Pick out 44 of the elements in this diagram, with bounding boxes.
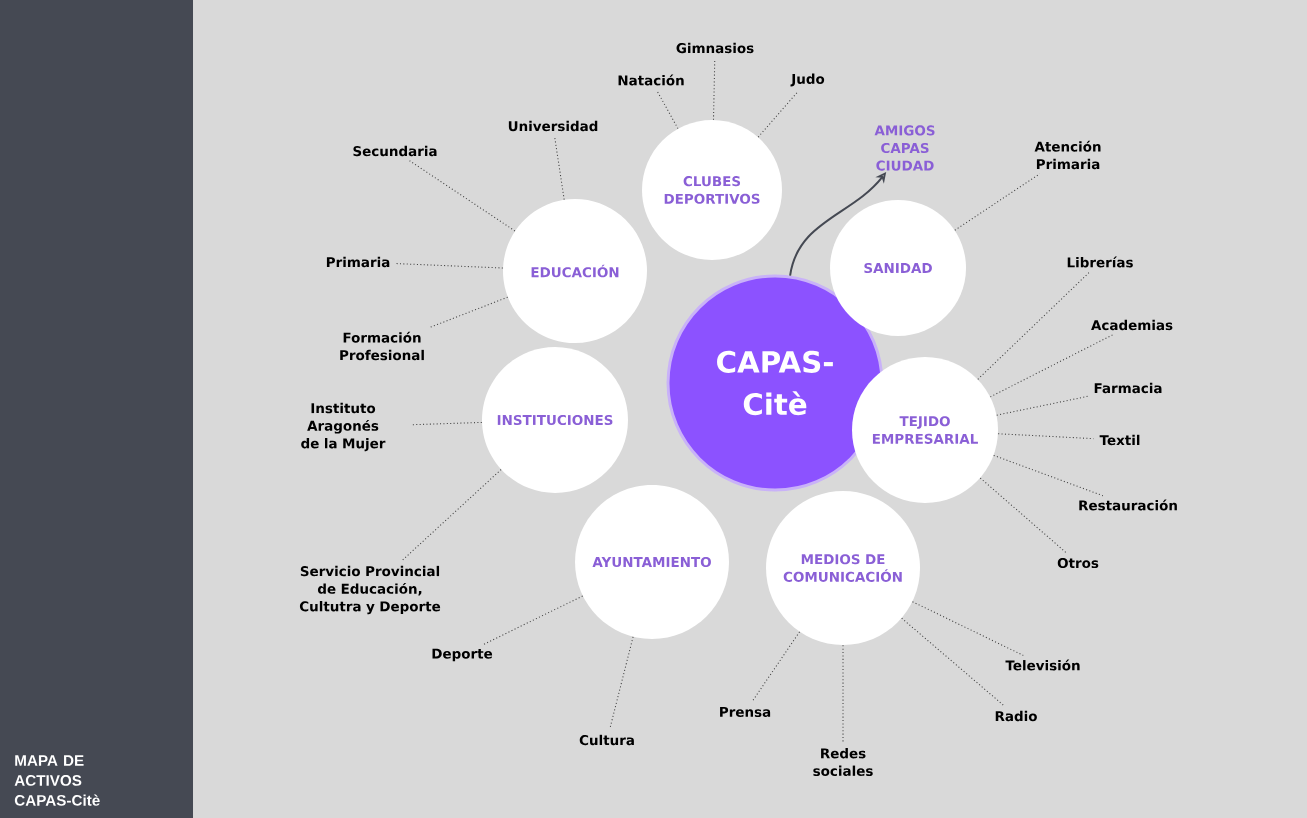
leader-line <box>409 160 516 232</box>
leaf-label: Redes sociales <box>813 748 873 776</box>
leader-line <box>989 333 1115 398</box>
leader-line <box>428 296 509 329</box>
annotation-text: AMIGOS CAPAS CIUDAD <box>874 125 935 171</box>
leaf-label: Secundaria <box>353 145 437 157</box>
leaf-label: Prensa <box>720 707 771 717</box>
leader-line <box>757 91 799 138</box>
leader-line <box>977 271 1090 380</box>
leaf-label: Atención Primaria <box>1034 140 1101 170</box>
leaf-label: Judo <box>790 73 825 87</box>
leader-line <box>954 173 1041 231</box>
leaf-label: Restauración <box>1079 499 1177 511</box>
leaf-label: Librerías <box>1067 256 1133 268</box>
leaf-label: Textil <box>1099 434 1140 446</box>
leader-line <box>979 477 1068 554</box>
leader-line <box>997 433 1094 440</box>
leaf-label: Deporte <box>432 648 493 662</box>
leaf-label: Cultura <box>579 734 634 746</box>
leader-line <box>482 595 584 646</box>
leaf-label: Natación <box>618 74 684 86</box>
sidebar-title: MAPA DE ACTIVOS CAPAS-Citè <box>14 755 100 806</box>
leaf-label: Instituto Aragonés de la Mujer <box>301 402 386 452</box>
leader-line <box>993 454 1104 497</box>
leader-line <box>554 136 565 201</box>
leaf-label: Televisión <box>1005 659 1080 671</box>
leaf-label: Academias <box>1091 319 1173 331</box>
leaf-label: Radio <box>995 710 1037 722</box>
leader-line <box>712 58 716 121</box>
leader-line <box>901 617 1005 707</box>
leaf-label: Universidad <box>508 120 598 132</box>
leader-line <box>911 601 1024 656</box>
leader-line <box>395 263 504 269</box>
leaf-label: Farmacia <box>1094 382 1162 394</box>
leader-line <box>656 90 679 130</box>
leader-line <box>996 395 1089 416</box>
leader-line <box>401 469 502 562</box>
leader-line <box>411 421 483 426</box>
leaf-label: Servicio Provincial de Educación, Cultutra y Deporte <box>299 565 441 615</box>
leaf-label: Otros <box>1057 557 1099 569</box>
leaf-label: Gimnasios <box>676 42 754 54</box>
leader-line <box>751 631 801 703</box>
leaf-label: Primaria <box>326 256 390 268</box>
leaf-label: Formación Profesional <box>340 331 424 361</box>
